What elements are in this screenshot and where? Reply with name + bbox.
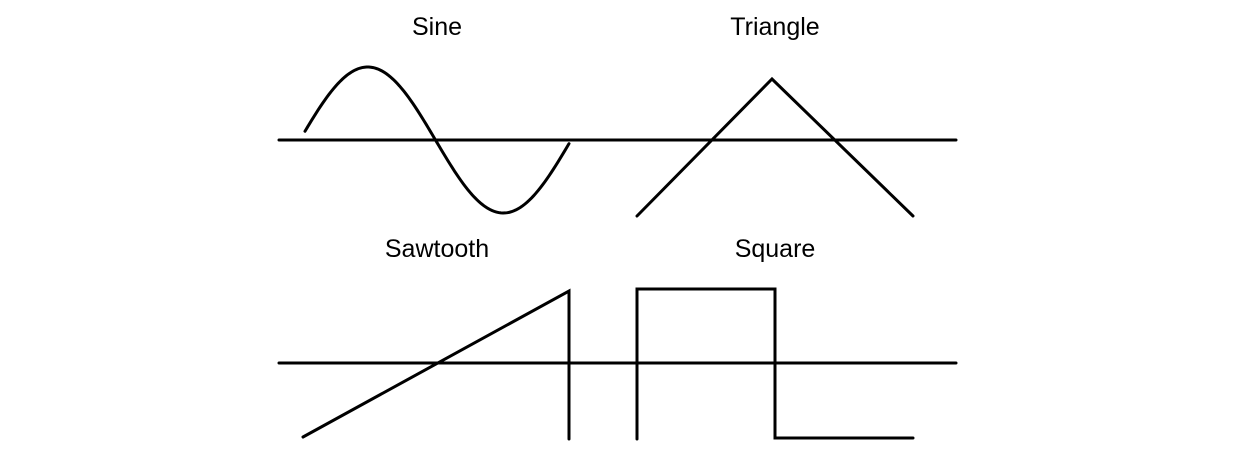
sine-label: Sine bbox=[412, 13, 462, 41]
square-label: Square bbox=[735, 235, 816, 263]
square-wave bbox=[635, 287, 915, 441]
triangle-wave bbox=[635, 76, 915, 218]
triangle-label: Triangle bbox=[730, 13, 819, 41]
sine-wave bbox=[303, 65, 571, 215]
sawtooth-wave bbox=[301, 288, 571, 441]
sawtooth-label: Sawtooth bbox=[385, 235, 489, 263]
